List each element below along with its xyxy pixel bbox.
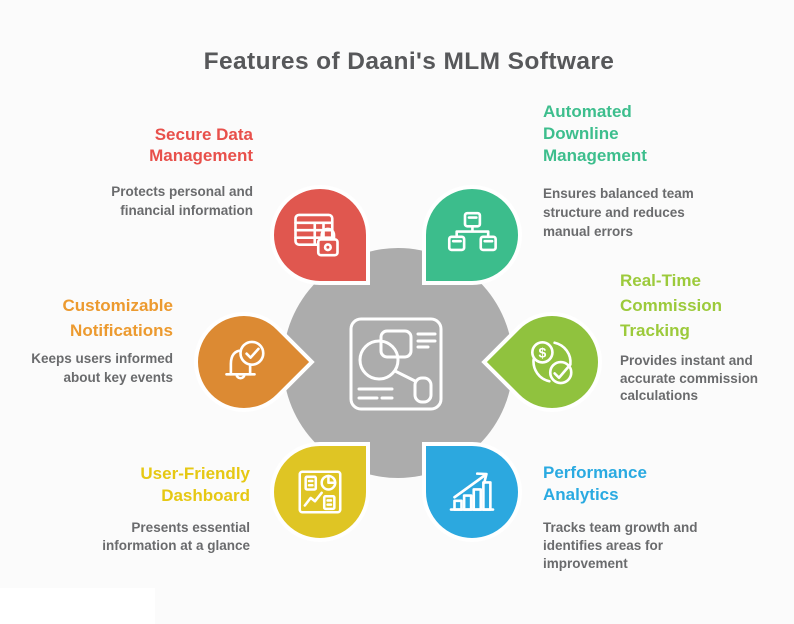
- feature-desc-performance-analytics: Tracks team growth and identifies areas …: [543, 520, 698, 571]
- pin-real-time-commission-tracking: $: [481, 291, 623, 433]
- pin-automated-downline-management: [422, 185, 522, 285]
- flowchart-document-icon: [348, 316, 444, 417]
- feature-desc-customizable-notifications: Keeps users informed about key events: [31, 351, 173, 385]
- feature-title-secure-data-management: Secure Data Management: [149, 125, 253, 165]
- feature-title-customizable-notifications: Customizable Notifications: [62, 296, 173, 340]
- pin-customizable-notifications: [173, 291, 315, 433]
- feature-title-performance-analytics: Performance Analytics: [543, 463, 647, 504]
- dollar-sync-check-icon: $: [524, 334, 580, 390]
- bell-check-icon: [216, 334, 272, 390]
- pin-performance-analytics: [422, 442, 522, 542]
- bar-chart-arrow-icon: [449, 472, 495, 511]
- feature-desc-user-friendly-dashboard: Presents essential information at a glan…: [102, 520, 250, 553]
- pin-secure-data-management: [270, 185, 370, 285]
- feature-title-user-friendly-dashboard: User-Friendly Dashboard: [140, 464, 250, 505]
- table-lock-icon: [294, 213, 339, 257]
- feature-desc-secure-data-management: Protects personal and financial informat…: [111, 184, 253, 218]
- feature-title-real-time-commission-tracking: Real-Time Commission Tracking: [620, 271, 723, 340]
- feature-desc-real-time-commission-tracking: Provides instant and accurate commission…: [620, 353, 759, 403]
- dashboard-widgets-icon: [298, 470, 342, 514]
- feature-title-automated-downline-management: Automated Downline Management: [543, 102, 647, 165]
- org-chart-icon: [447, 211, 497, 252]
- feature-desc-automated-downline-management: Ensures balanced team structure and redu…: [543, 186, 694, 239]
- white-strip: [0, 588, 155, 624]
- svg-text:$: $: [538, 345, 546, 361]
- page-title: Features of Daani's MLM Software: [203, 48, 615, 75]
- pin-user-friendly-dashboard: [270, 442, 370, 542]
